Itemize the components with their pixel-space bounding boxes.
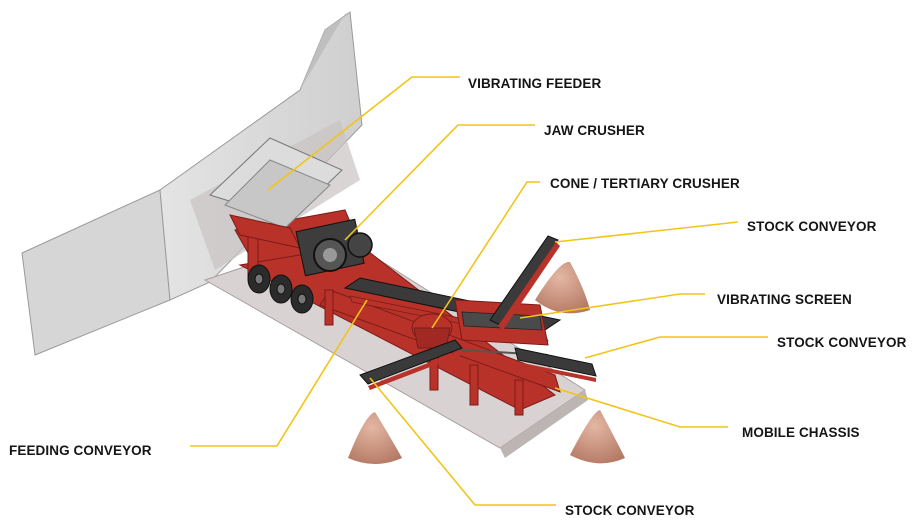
leader-stock-conveyor-bottom	[369, 377, 556, 506]
stockpiles	[348, 261, 625, 464]
label-jaw-crusher: JAW CRUSHER	[544, 123, 645, 138]
chassis-wheels	[247, 264, 314, 314]
leader-mobile-chassis	[554, 387, 728, 428]
label-stock-conveyor-bottom: STOCK CONVEYOR	[565, 503, 695, 518]
leader-feeding-conveyor	[190, 299, 368, 447]
leader-lines	[190, 76, 768, 506]
label-vibrating-screen: VIBRATING SCREEN	[717, 292, 852, 307]
leader-vibrating-screen	[519, 293, 705, 319]
label-stock-conveyor-right: STOCK CONVEYOR	[777, 335, 907, 350]
leader-stock-conveyor-right	[584, 336, 768, 359]
leader-jaw-crusher	[344, 124, 535, 241]
label-stock-conveyor-top: STOCK CONVEYOR	[747, 219, 877, 234]
label-cone-crusher: CONE / TERTIARY CRUSHER	[550, 176, 740, 191]
stock-conveyor-top	[489, 235, 560, 330]
stock-conveyor-right	[514, 347, 597, 382]
leader-cone-crusher	[431, 181, 540, 329]
leader-vibrating-feeder	[267, 76, 460, 191]
stock-conveyor-bottom	[359, 339, 464, 390]
jaw-crusher	[295, 218, 373, 277]
label-feeding-conveyor: FEEDING CONVEYOR	[9, 443, 152, 458]
label-vibrating-feeder: VIBRATING FEEDER	[468, 76, 602, 91]
label-mobile-chassis: MOBILE CHASSIS	[742, 425, 860, 440]
leader-stock-conveyor-top	[554, 221, 739, 243]
